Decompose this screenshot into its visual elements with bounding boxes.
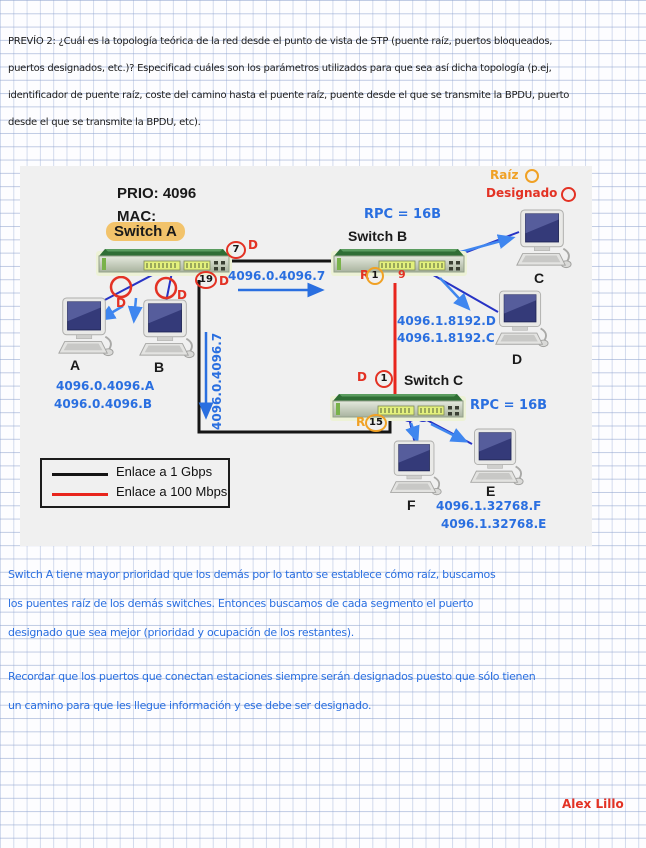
answer-line: un camino para que les llegue informació… (8, 699, 372, 712)
question-text: PREVÍO 2: ¿Cuál es la topología teórica … (8, 28, 644, 136)
question-line: PREVÍO 2: ¿Cuál es la topología teórica … (8, 36, 553, 47)
answer-paragraph-2: Recordar que los puertos que conectan es… (8, 662, 644, 720)
host-e-label: E (486, 483, 496, 499)
designated-circle-host-b-link (154, 276, 178, 300)
answer-line: designado que sea mejor (prioridad y ocu… (8, 626, 354, 639)
host-d-label: D (512, 351, 523, 367)
switch-a-mac: MAC: (117, 208, 157, 225)
link-a-c-1gbps (197, 280, 392, 434)
bpdu-a-to-b-text: 4096.0.4096.7 (228, 269, 326, 283)
switch-b-root-port-number: 1 (371, 270, 379, 281)
switch-b-label: Switch B (348, 228, 408, 244)
host-f-label: F (407, 497, 416, 513)
switch-a-port7-number: 7 (232, 244, 240, 255)
switch-c-port1-designated-letter: D (357, 370, 367, 384)
bpdu-id-host-f: 4096.1.32768.F (436, 499, 542, 513)
question-line: identificador de puente raíz, coste del … (8, 90, 570, 101)
root-legend-label: Raíz (490, 168, 519, 182)
question-line: desde el que se transmite la BPDU, etc). (8, 117, 201, 128)
author-signature: Alex Lillo (562, 797, 624, 811)
switch-a-label: Switch A (106, 222, 185, 241)
host-a-label: A (70, 357, 81, 373)
host-c-label: C (534, 270, 545, 286)
host-b-link-designated-letter: D (177, 288, 187, 302)
switch-b-root-port-circle: 1 (366, 267, 384, 285)
switch-a-port19-designated-letter: D (219, 274, 229, 288)
switch-c-device (329, 393, 467, 422)
switch-c-root-port-circle: 15 (365, 414, 387, 432)
switch-b-rpc: RPC = 16B (364, 207, 442, 222)
switch-a-port7-designated-letter: D (248, 238, 258, 252)
bpdu-id-host-d: 4096.1.8192.D (397, 314, 496, 328)
legend-1gbps-label: Enlace a 1 Gbps (116, 464, 213, 479)
designated-circle-host-a-link (109, 275, 133, 299)
switch-c-root-letter: R (356, 415, 366, 429)
bpdu-id-host-e: 4096.1.32768.E (441, 517, 547, 531)
legend-black-line-sample (52, 473, 108, 476)
switch-b-port9-number: 9 (398, 268, 406, 281)
switch-c-port1-circle: 1 (375, 370, 393, 388)
bpdu-arrow-to-b (127, 297, 143, 324)
bpdu-id-host-c: 4096.1.8192.C (397, 331, 495, 345)
switch-a-priority: PRIO: 4096 (117, 185, 197, 202)
answer-line: Recordar que los puertos que conectan es… (8, 670, 536, 683)
link-speed-legend: Enlace a 1 Gbps Enlace a 100 Mbps (40, 458, 230, 508)
root-legend-circle (525, 169, 539, 183)
answer-line: los puentes raíz de los demás switches. … (8, 597, 474, 610)
answer-line: Switch A tiene mayor prioridad que los d… (8, 568, 496, 581)
host-a-link-designated-letter: D (116, 296, 126, 310)
bpdu-arrow-to-f (405, 422, 420, 444)
switch-a-port7-circle: 7 (226, 241, 246, 259)
designated-legend-label: Designado (486, 186, 558, 200)
bpdu-arrow-to-c (456, 234, 516, 255)
bpdu-arrow-to-d (439, 277, 471, 311)
bpdu-a-to-c-text: 4096.0.4096.7 (210, 332, 224, 430)
bpdu-arrow-to-e (430, 422, 469, 443)
host-e-computer (469, 428, 525, 486)
bpdu-id-host-a: 4096.0.4096.A (56, 379, 155, 393)
host-c-computer (515, 209, 573, 269)
question-line: puertos designados, etc.)? Especificad c… (8, 63, 552, 74)
topology-diagram: Raíz Designado PRIO: 4096 MAC: Switch A … (20, 166, 592, 546)
host-f-computer (389, 440, 443, 496)
designated-legend-circle (561, 187, 576, 202)
bpdu-id-host-b: 4096.0.4096.B (54, 397, 152, 411)
host-b-label: B (154, 359, 165, 375)
switch-c-port1-number: 1 (380, 373, 388, 384)
switch-a-port19-number: 19 (199, 274, 213, 285)
switch-a-port19-circle: 19 (195, 271, 217, 289)
host-d-computer (494, 290, 549, 348)
host-b-computer (138, 299, 196, 359)
answer-paragraph-1: Switch A tiene mayor prioridad que los d… (8, 560, 644, 647)
legend-red-line-sample (52, 493, 108, 496)
switch-b-root-letter: R (360, 268, 370, 282)
switch-c-rpc: RPC = 16B (470, 398, 548, 413)
switch-c-label: Switch C (404, 372, 464, 388)
switch-c-root-port-number: 15 (369, 417, 383, 428)
host-a-computer (57, 297, 115, 357)
legend-100mbps-label: Enlace a 100 Mbps (116, 484, 228, 499)
